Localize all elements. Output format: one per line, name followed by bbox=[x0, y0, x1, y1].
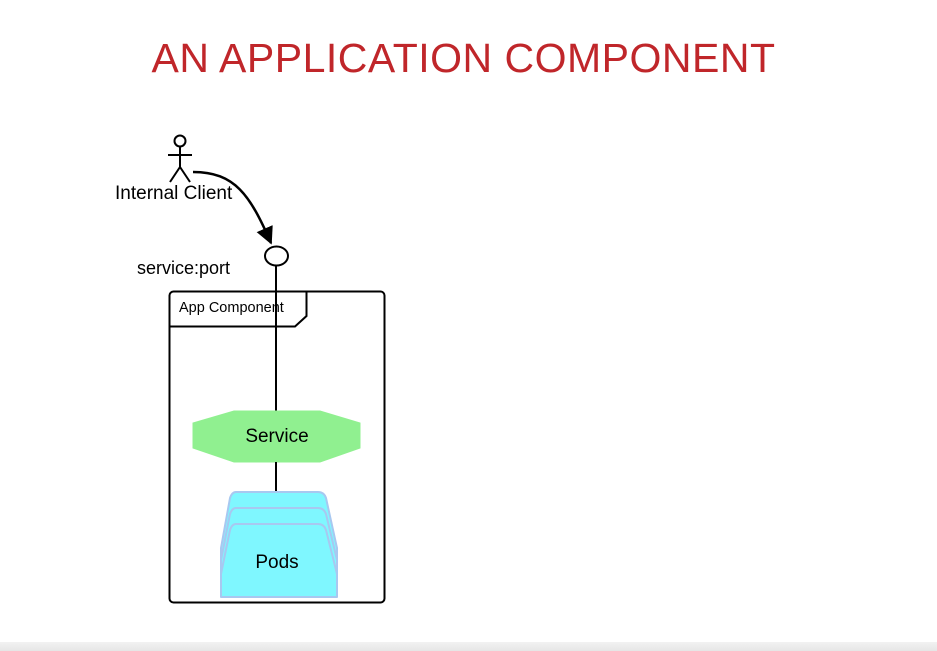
app-component-label: App Component bbox=[179, 300, 284, 316]
service-label: Service bbox=[245, 426, 308, 447]
pods-label: Pods bbox=[255, 552, 298, 573]
pods-stack bbox=[220, 491, 338, 598]
pod-shape-front bbox=[220, 523, 338, 598]
service-shape bbox=[192, 410, 361, 463]
client-to-port-arrow bbox=[192, 170, 273, 245]
interface-circle-icon bbox=[264, 245, 289, 267]
app-component-tab bbox=[170, 292, 308, 328]
stick-figure-icon bbox=[168, 134, 192, 183]
actor-label: Internal Client bbox=[115, 183, 233, 204]
port-label: service:port bbox=[137, 258, 230, 278]
bottom-bar bbox=[0, 642, 937, 651]
slide-title: AN APPLICATION COMPONENT bbox=[151, 35, 776, 81]
